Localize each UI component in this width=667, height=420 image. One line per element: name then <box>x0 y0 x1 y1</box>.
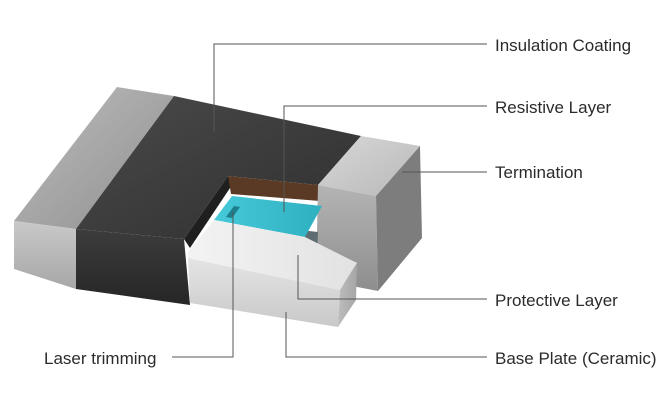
label-protective-layer: Protective Layer <box>495 291 618 310</box>
label-resistive-layer: Resistive Layer <box>495 98 612 117</box>
right-termination-side <box>376 146 422 291</box>
leader-insulation <box>213 43 487 132</box>
left-termination-top <box>14 87 174 229</box>
leader-protective <box>297 255 487 300</box>
resistive-layer <box>214 196 322 237</box>
left-termination <box>14 87 174 289</box>
brown-layer <box>228 176 320 201</box>
leader-base <box>285 312 487 358</box>
base-plate <box>188 220 357 327</box>
base-plate-side <box>338 263 357 327</box>
insulation-front <box>76 229 190 305</box>
leader-resistive <box>283 105 487 212</box>
left-termination-front <box>14 221 76 289</box>
label-insulation-coating: Insulation Coating <box>495 36 632 55</box>
insulation-top <box>76 96 361 239</box>
insulation-notch-side <box>184 176 232 248</box>
insulation-coating-body <box>76 96 361 305</box>
leader-lines <box>172 43 487 358</box>
base-plate-top-main <box>188 220 357 290</box>
label-laser-trimming: Laser trimming <box>44 349 157 368</box>
label-base-plate: Base Plate (Ceramic) <box>495 349 657 368</box>
label-termination: Termination <box>495 163 583 182</box>
right-termination-top <box>318 136 420 196</box>
base-plate-front <box>188 258 340 327</box>
leader-laser <box>172 212 234 358</box>
